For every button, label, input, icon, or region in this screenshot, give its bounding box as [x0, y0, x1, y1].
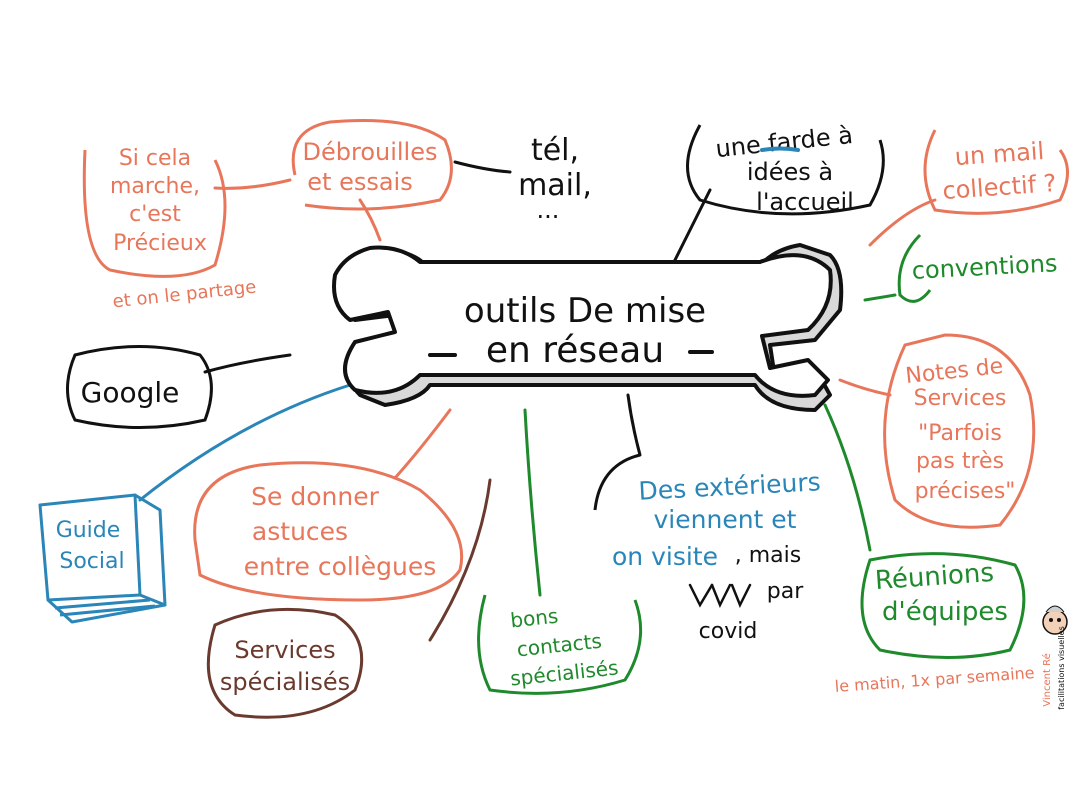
services-spec-bubble	[206, 607, 364, 719]
center-dashes	[428, 350, 714, 357]
debrouilles-line2: et essais	[307, 168, 412, 196]
exterieurs-line2: viennent et	[654, 505, 797, 534]
bons-bubble	[477, 594, 643, 695]
farde-line2: idées à	[747, 158, 833, 186]
center-title-line1: outils De mise	[464, 291, 706, 331]
partage-text: et on le partage	[112, 277, 258, 313]
exterieurs-line1: Des extérieurs	[638, 467, 822, 506]
branch-reunions	[823, 403, 872, 552]
services-spec-line1: Services	[234, 636, 335, 664]
google-bubble	[66, 345, 213, 429]
reunions-bubble	[860, 552, 1026, 659]
branch-notes	[838, 378, 892, 397]
mais-line1: , mais	[735, 543, 801, 568]
debrouilles-line1: Débrouilles	[303, 138, 438, 166]
center-title-line2: en réseau	[486, 330, 664, 371]
branch-astuces	[393, 408, 452, 480]
google-text: Google	[81, 376, 180, 409]
tel-line1: tél,	[531, 133, 579, 168]
signature-name: Vincent Ré	[1041, 653, 1053, 706]
notes-line4: pas très	[916, 449, 1004, 474]
guide-line2: Social	[59, 549, 124, 574]
conventions-text: conventions	[911, 249, 1058, 285]
branch-mail-collectif	[868, 198, 937, 247]
tel-line2: mail,	[518, 168, 592, 203]
wrench-icon	[332, 243, 844, 412]
si-cela-line1: Si cela	[119, 146, 191, 171]
branch-google	[203, 353, 292, 374]
branch-debrouilles	[358, 198, 382, 242]
signature-sub: facilitations visuelles	[1057, 626, 1066, 710]
farde-bubble	[686, 124, 885, 216]
si-cela-line4: Précieux	[113, 231, 207, 256]
conventions-bracket	[897, 233, 932, 303]
branch-lines	[138, 160, 937, 642]
book-icon	[38, 493, 167, 624]
mail-collectif-line2: collectif ?	[942, 169, 1058, 205]
si-cela-line2: marche,	[110, 174, 200, 199]
mail-collectif-bubble	[923, 129, 1069, 215]
mais-line3: covid	[699, 619, 758, 644]
notes-bubble	[883, 333, 1036, 529]
debrouilles-bubble	[291, 119, 453, 211]
notes-line5: précises"	[915, 479, 1016, 504]
branch-si-cela	[213, 178, 292, 190]
farde-line3: l'accueil	[756, 188, 854, 216]
astuces-line1: Se donner	[251, 482, 379, 511]
bons-line1: bons	[509, 604, 559, 633]
tel-line3: ...	[537, 196, 560, 224]
branch-services-spec	[428, 478, 492, 642]
mail-collectif-line1: un mail	[954, 137, 1045, 171]
services-spec-line2: spécialisés	[220, 668, 350, 696]
farde-underline	[760, 146, 800, 152]
bons-line2: contacts	[516, 629, 603, 662]
branch-conventions	[863, 293, 897, 302]
branch-tel	[453, 160, 512, 174]
astuces-line2: astuces	[252, 517, 348, 546]
reunions-line1: Réunions	[874, 558, 995, 596]
farde-line1: une farde à	[714, 121, 854, 163]
exterieurs-bracket	[593, 453, 641, 511]
reunions-line2: d'équipes	[882, 597, 1008, 627]
notes-line1: Notes de	[904, 354, 1004, 389]
astuces-bubble	[193, 461, 464, 602]
matin-text: le matin, 1x par semaine	[834, 663, 1035, 696]
branch-bons	[523, 408, 542, 597]
down-arrows-icon	[688, 583, 752, 609]
avatar	[1042, 605, 1068, 635]
branch-guide	[138, 383, 352, 502]
notes-line3: "Parfois	[918, 421, 1002, 446]
notes-line2: Services	[914, 386, 1007, 411]
exterieurs-line3: on visite	[612, 542, 718, 571]
branch-exterieurs	[626, 393, 642, 457]
si-cela-line3: c'est	[129, 202, 181, 227]
si-cela-bubble	[82, 149, 227, 278]
guide-line1: Guide	[56, 518, 121, 543]
mais-line2: par	[767, 579, 804, 604]
astuces-line3: entre collègues	[244, 552, 437, 581]
